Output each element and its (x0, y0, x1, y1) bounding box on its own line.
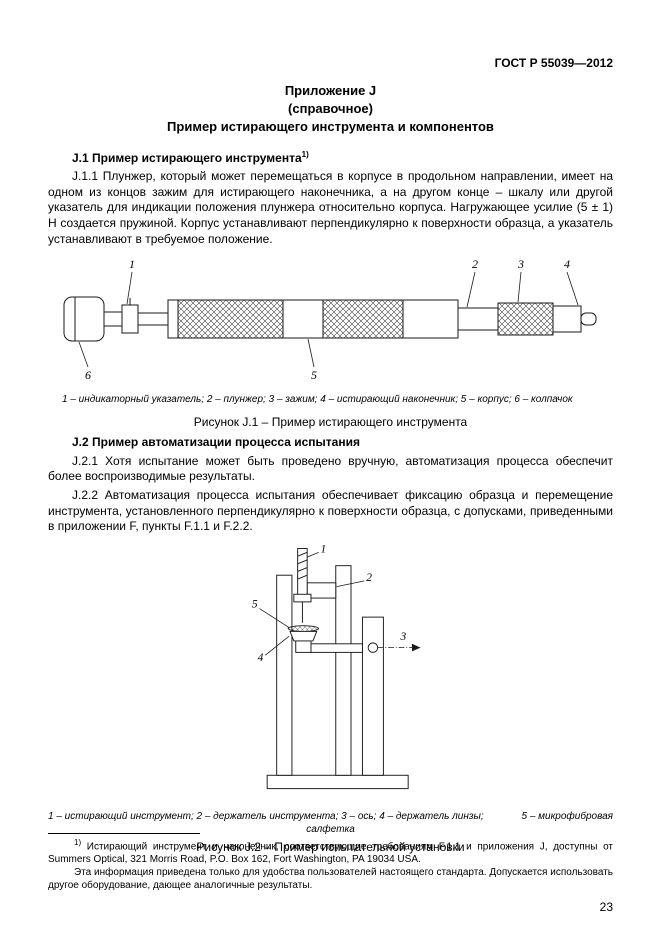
page-number: 23 (599, 900, 613, 914)
callout-1-indicator: 1 (129, 257, 135, 271)
figure-j1: 1 2 3 4 5 6 (48, 255, 613, 388)
appendix-name: Пример истирающего инструмента и компоне… (167, 119, 494, 135)
appendix-title-block: Приложение J (справочное) Пример истираю… (48, 82, 613, 137)
appendix-subtitle: (справочное) (288, 101, 373, 117)
paragraph-j1-1: J.1.1 Плунжер, который может перемещатьс… (48, 169, 613, 246)
callout-4-tip: 4 (564, 257, 570, 271)
section-j1-heading-text: J.1 Пример истирающего инструмента (72, 150, 302, 165)
figure-j1-legend: 1 – индикаторный указатель; 2 – плунжер;… (62, 394, 573, 406)
figure-j1-caption: Рисунок J.1 – Пример истирающего инструм… (193, 415, 468, 430)
test-stand-drawing: 1 2 3 4 5 (251, 543, 421, 789)
abrading-tool-drawing: 1 2 3 4 5 6 (63, 257, 596, 382)
footnote-marker: 1) (74, 837, 82, 847)
callout-5-cloth: 5 (251, 598, 257, 610)
figure-j2-caption: Рисунок J.2 – Пример испытательной устан… (196, 839, 465, 854)
callout-5-corpus: 5 (311, 368, 317, 382)
figure-j2-legend: 1 – истирающий инструмент; 2 – держатель… (48, 810, 613, 823)
footnote-separator (48, 832, 200, 834)
callout-2-tool-holder: 2 (366, 572, 372, 584)
callout-3-axis: 3 (399, 631, 406, 643)
section-j1-heading: J.1 Пример истирающего инструмента1) (48, 150, 613, 167)
footnote-paragraph-1: 1) Истирающий инструмент и наконечник, с… (48, 838, 613, 866)
figure-j2: 1 2 3 4 5 (48, 539, 613, 806)
callout-6-cap: 6 (85, 368, 91, 382)
doc-number: ГОСТ Р 55039—2012 (494, 56, 613, 70)
footnote-ref-mark: 1) (301, 149, 309, 159)
footnote-block: 1) Истирающий инструмент и наконечник, с… (48, 832, 613, 892)
callout-1-tool: 1 (320, 543, 326, 555)
figure-j2-legend-cont: салфетка (306, 823, 355, 835)
paragraph-j2-1: J.2.1 Хотя испытание может быть проведен… (48, 453, 613, 484)
callout-3-clamp: 3 (517, 257, 524, 271)
footnote-text-1: Истирающий инструмент и наконечник, соот… (48, 841, 613, 865)
figure-j2-legend-right: 5 – микрофибровая (521, 810, 613, 822)
appendix-title: Приложение J (284, 83, 377, 98)
footnote-paragraph-2: Эта информация приведена только для удоб… (48, 867, 613, 891)
paragraph-j2-2: J.2.2 Автоматизация процесса испытания о… (48, 487, 613, 534)
callout-2-plunger: 2 (472, 257, 478, 271)
section-j2-heading: J.2 Пример автоматизации процесса испыта… (72, 435, 360, 450)
figure-j2-legend-left: 1 – истирающий инструмент; 2 – держатель… (48, 810, 484, 822)
callout-4-lens-holder: 4 (257, 652, 263, 664)
